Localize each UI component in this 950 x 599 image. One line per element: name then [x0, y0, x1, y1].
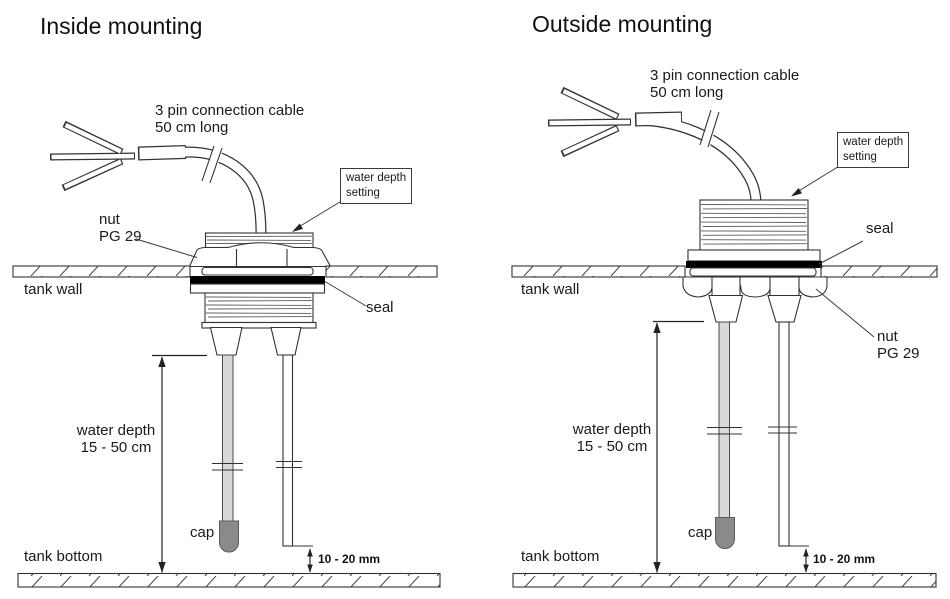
flange-outside	[687, 249, 821, 262]
nut-label-outside: nut PG 29	[877, 328, 920, 362]
depth-setting-leader-inside	[292, 200, 342, 232]
probe-boss-outside-right	[767, 294, 802, 323]
bottom-gap-dimension-inside	[292, 545, 313, 573]
title-outside: Outside mounting	[532, 11, 713, 37]
flange-inside	[189, 283, 326, 294]
cap-label-outside: cap	[688, 524, 713, 541]
probe-boss-inside-left	[209, 326, 243, 356]
seal-inside	[190, 276, 325, 284]
level-probe-inside	[222, 354, 234, 523]
tank-bottom-inside	[17, 572, 441, 588]
tank-bottom-outside	[512, 572, 937, 588]
reference-tube-outside	[778, 321, 790, 547]
nut-outside	[682, 276, 828, 298]
tank-wall-label-outside: tank wall	[521, 281, 580, 298]
seal-leader-inside	[324, 281, 367, 307]
depth-setting-label-inside: water depth setting	[340, 168, 413, 204]
seal-label-inside: seal	[366, 299, 394, 316]
tank-wall-label-inside: tank wall	[24, 281, 83, 298]
outside-diagram	[511, 86, 938, 588]
water-depth-dimension-outside	[653, 320, 704, 573]
gap-label-outside: 10 - 20 mm	[813, 552, 876, 566]
depth-setting-thread-outside	[699, 199, 809, 252]
cable-label-inside: 3 pin connection cable 50 cm long	[155, 102, 305, 136]
seal-label-outside: seal	[866, 220, 894, 237]
washer-outside	[689, 267, 817, 277]
level-probe-outside	[718, 321, 730, 519]
tank-bottom-label-inside: tank bottom	[24, 548, 103, 565]
water-depth-dimension-inside	[152, 354, 207, 573]
nut-label-inside: nut PG 29	[99, 211, 142, 245]
depth-setting-leader-outside	[791, 166, 839, 197]
cable-label-outside: 3 pin connection cable 50 cm long	[650, 67, 800, 101]
depth-setting-thread-inside	[204, 232, 314, 249]
tank-bottom-label-outside: tank bottom	[521, 548, 600, 565]
reference-tube-inside	[282, 354, 294, 547]
inside-diagram	[12, 120, 441, 588]
probe-boss-outside-left	[708, 294, 744, 323]
connection-cable-inside	[49, 120, 267, 234]
probe-cap-inside	[219, 520, 239, 553]
washer-inside	[201, 266, 314, 276]
depth-setting-label-outside: water depth setting	[837, 132, 910, 168]
probe-cap-outside	[715, 517, 735, 549]
nut-inside	[188, 242, 332, 268]
cap-label-inside: cap	[190, 524, 215, 541]
water-depth-label-inside: water depth 15 - 50 cm	[76, 422, 156, 456]
break-marks-outside	[707, 426, 797, 435]
base-plate-inside	[201, 321, 317, 329]
water-depth-label-outside: water depth 15 - 50 cm	[572, 421, 652, 455]
nut-leader-inside	[135, 238, 198, 258]
seal-leader-outside	[818, 240, 864, 265]
seal-outside	[686, 261, 822, 268]
bottom-gap-dimension-outside	[788, 545, 809, 573]
nut-leader-outside	[815, 288, 875, 338]
connection-cable-outside	[547, 86, 762, 203]
tank-wall-inside	[12, 265, 438, 278]
gap-label-inside: 10 - 20 mm	[318, 552, 381, 566]
thread-body-inside	[204, 292, 314, 324]
break-marks-inside	[212, 460, 302, 471]
tank-wall-outside	[511, 265, 938, 278]
title-inside: Inside mounting	[40, 13, 203, 39]
probe-boss-inside-right	[270, 326, 302, 356]
